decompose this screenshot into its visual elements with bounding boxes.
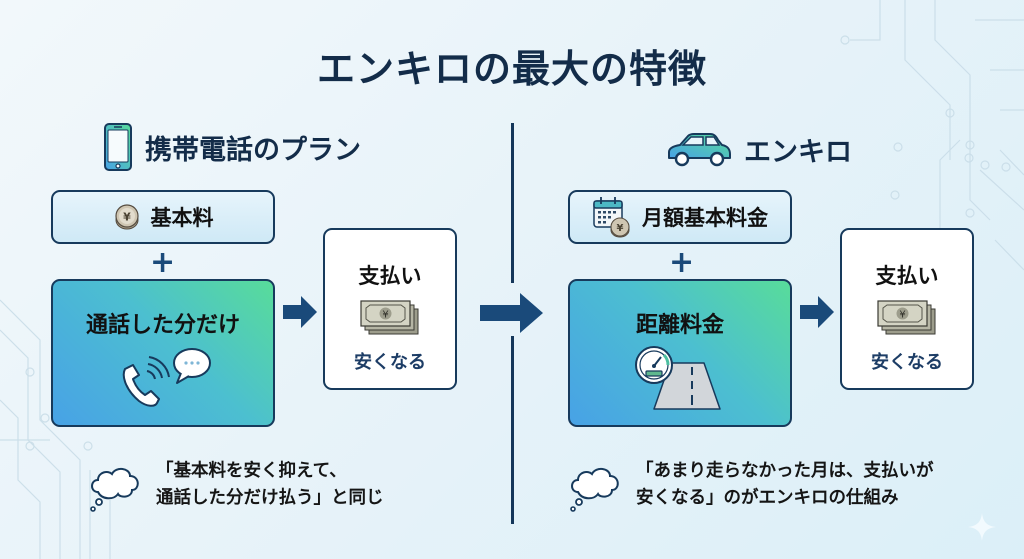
left-note: 「基本料を安く抑えて、 通話した分だけ払う」と同じ	[88, 461, 384, 516]
svg-text:¥: ¥	[123, 211, 131, 224]
right-base-fee-box: ¥ 月額基本料金	[568, 190, 792, 244]
left-usage-box: 通話した分だけ	[51, 279, 275, 427]
left-note-line-1: 「基本料を安く抑えて、	[156, 461, 347, 481]
yen-coin-icon: ¥	[114, 204, 139, 230]
left-plus-sign: +	[150, 245, 176, 280]
thought-bubble-icon	[570, 468, 619, 512]
calendar-coin-icon: ¥	[593, 197, 630, 238]
left-heading-text: 携帯電話のプラン	[145, 134, 361, 166]
left-section-heading: 携帯電話のプラン	[103, 122, 361, 172]
right-base-fee-label: 月額基本料金	[642, 206, 768, 230]
right-section-heading: エンキロ	[666, 130, 852, 169]
left-note-line-2: 通話した分だけ払う」と同じ	[156, 488, 384, 508]
right-note-line-1: 「あまり走らなかった月は、支払いが	[636, 461, 934, 481]
svg-text:¥: ¥	[899, 310, 905, 321]
yen-banknotes-icon: ¥	[877, 300, 936, 335]
speedometer-road-icon	[635, 346, 721, 410]
right-arrow-right-icon	[800, 296, 834, 328]
left-payment-box: 支払い ¥ 安くなる	[323, 228, 457, 390]
smartphone-icon	[104, 123, 132, 171]
left-payment-caption: 安くなる	[354, 352, 426, 373]
right-payment-caption: 安くなる	[871, 352, 943, 373]
svg-text:¥: ¥	[617, 223, 624, 234]
right-note-line-2: 安くなる」のがエンキロの仕組み	[636, 488, 899, 508]
page-title: エンキロの最大の特徴	[316, 47, 707, 91]
sparkle-icon	[968, 513, 996, 541]
left-arrow-right-icon	[283, 296, 317, 328]
right-usage-box: 距離料金	[568, 279, 792, 427]
car-icon	[668, 132, 731, 166]
left-payment-title: 支払い	[358, 264, 422, 288]
yen-banknotes-icon: ¥	[360, 300, 419, 335]
phone-call-chat-icon	[122, 348, 211, 407]
left-base-fee-label: 基本料	[150, 206, 214, 230]
right-payment-title: 支払い	[875, 264, 939, 288]
divider-top	[511, 123, 514, 283]
left-usage-label: 通話した分だけ	[85, 313, 240, 338]
left-base-fee-box: ¥ 基本料	[51, 190, 275, 244]
right-plus-sign: +	[669, 245, 695, 280]
right-note: 「あまり走らなかった月は、支払いが 安くなる」のがエンキロの仕組み	[568, 461, 934, 516]
divider-bottom	[511, 336, 514, 524]
center-arrow-right-icon	[480, 293, 543, 333]
right-heading-text: エンキロ	[744, 137, 852, 168]
right-usage-label: 距離料金	[635, 313, 724, 338]
svg-text:¥: ¥	[382, 310, 388, 321]
thought-bubble-icon	[90, 468, 139, 512]
right-payment-box: 支払い ¥ 安くなる	[840, 228, 974, 390]
